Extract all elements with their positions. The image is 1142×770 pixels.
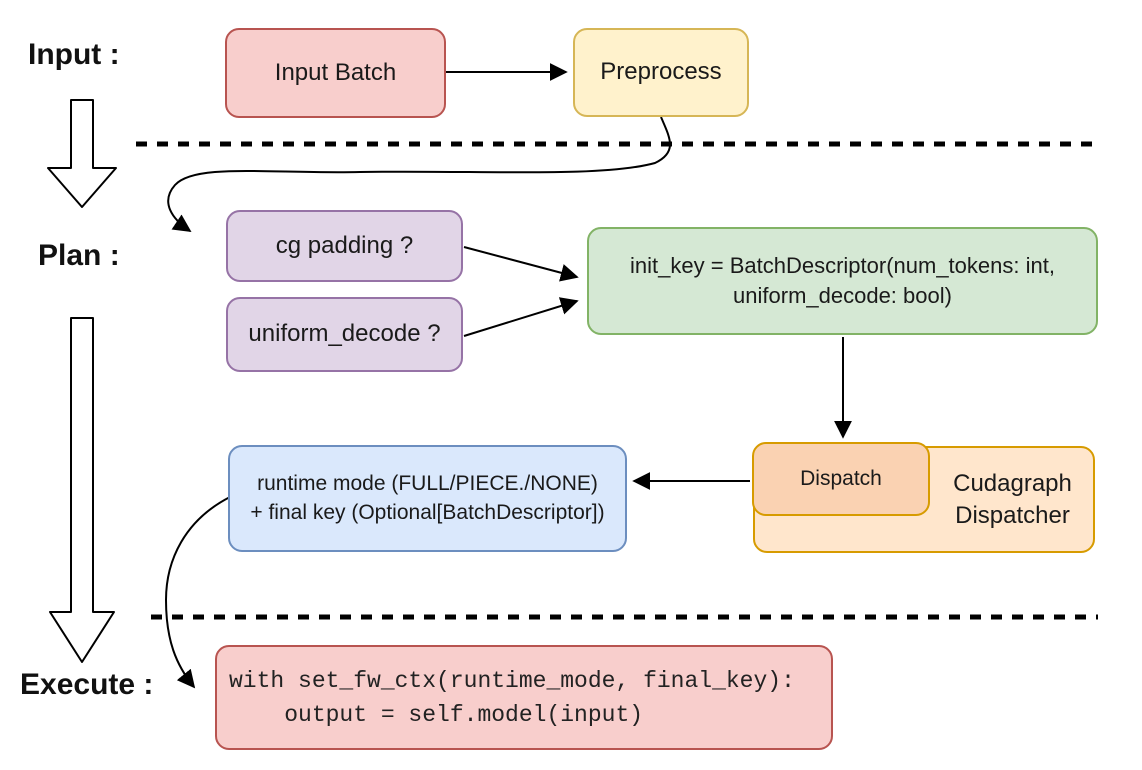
arrow-uniform-decode-to-init-key bbox=[463, 297, 579, 337]
stage-label-input: Input : bbox=[28, 38, 120, 71]
node-init-key-line2: uniform_decode: bool) bbox=[733, 283, 952, 308]
block-arrow-plan-to-execute bbox=[49, 317, 115, 663]
node-uniform-decode-label: uniform_decode ? bbox=[248, 320, 441, 348]
node-cg-padding: cg padding ? bbox=[226, 210, 463, 282]
node-cg-padding-label: cg padding ? bbox=[275, 231, 414, 259]
arrow-cg-padding-to-init-key bbox=[463, 246, 579, 282]
execute-code-line1: with set_fw_ctx(runtime_mode, final_key)… bbox=[229, 667, 795, 694]
node-input-batch-label: Input Batch bbox=[274, 58, 397, 86]
node-runtime-mode: runtime mode (FULL/PIECE./NONE) + final … bbox=[228, 445, 627, 552]
block-arrow-input-to-plan bbox=[47, 99, 117, 208]
node-execute-code: with set_fw_ctx(runtime_mode, final_key)… bbox=[215, 645, 833, 750]
node-runtime-mode-line2: + final key (Optional[BatchDescriptor]) bbox=[250, 500, 605, 524]
node-cudagraph-dispatcher-label: Cudagraph Dispatcher bbox=[930, 446, 1095, 553]
node-runtime-mode-line1: runtime mode (FULL/PIECE./NONE) bbox=[257, 472, 598, 496]
node-uniform-decode: uniform_decode ? bbox=[226, 297, 463, 372]
stage-label-execute: Execute : bbox=[20, 668, 154, 701]
cudagraph-label-line2: Dispatcher bbox=[955, 501, 1070, 529]
node-preprocess-label: Preprocess bbox=[600, 58, 722, 86]
node-dispatch-label: Dispatch bbox=[800, 466, 882, 490]
cudagraph-label-line1: Cudagraph bbox=[953, 470, 1072, 498]
node-dispatch: Dispatch bbox=[752, 442, 930, 516]
node-init-key-line1: init_key = BatchDescriptor(num_tokens: i… bbox=[630, 253, 1055, 279]
node-input-batch: Input Batch bbox=[225, 28, 446, 118]
node-init-key: init_key = BatchDescriptor(num_tokens: i… bbox=[587, 227, 1098, 335]
node-preprocess: Preprocess bbox=[573, 28, 749, 117]
stage-label-plan: Plan : bbox=[38, 239, 120, 272]
execute-code-line2: output = self.model(input) bbox=[229, 701, 644, 728]
